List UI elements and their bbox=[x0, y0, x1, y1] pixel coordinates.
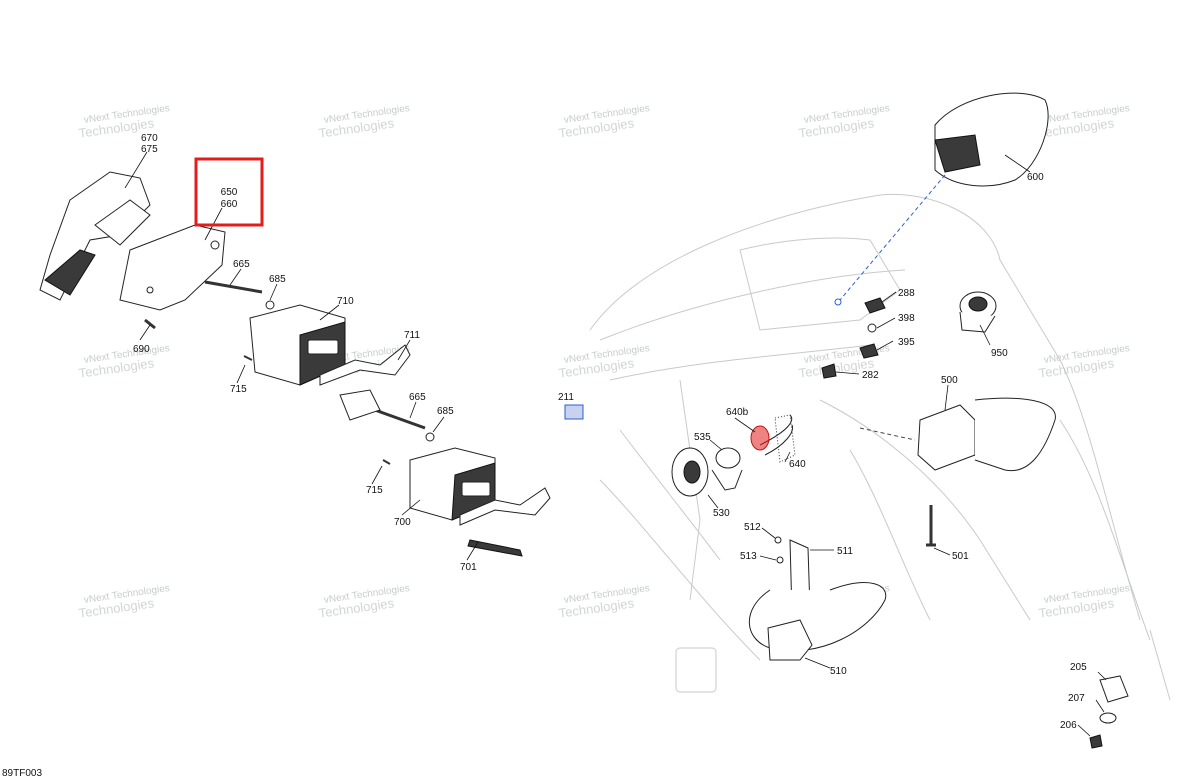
callout-labels: 670 675 665 685 710 711 690 715 665 685 … bbox=[133, 133, 1087, 731]
callout-282[interactable]: 282 bbox=[862, 370, 879, 381]
callout-211[interactable]: 211 bbox=[558, 392, 574, 403]
callout-513[interactable]: 513 bbox=[740, 551, 757, 562]
callout-715[interactable]: 715 bbox=[230, 384, 247, 395]
ignition-switch-part bbox=[859, 397, 1056, 472]
callout-640b[interactable]: 640b bbox=[726, 407, 749, 418]
highlight-box bbox=[194, 157, 264, 227]
leader-lines bbox=[124, 151, 1107, 737]
bolt-part bbox=[926, 505, 936, 547]
clip-part bbox=[564, 404, 584, 420]
callout-701[interactable]: 701 bbox=[460, 562, 477, 573]
cover-cap-part bbox=[834, 92, 1049, 306]
callout-675[interactable]: 675 bbox=[141, 144, 158, 155]
callout-206[interactable]: 206 bbox=[1060, 720, 1077, 731]
callout-510[interactable]: 510 bbox=[830, 666, 847, 677]
callout-715[interactable]: 715 bbox=[366, 485, 383, 496]
callout-700[interactable]: 700 bbox=[394, 517, 411, 528]
key-lock-parts bbox=[671, 414, 796, 497]
document-code: 89TF003 bbox=[2, 768, 42, 778]
callout-685[interactable]: 685 bbox=[269, 274, 286, 285]
callout-640[interactable]: 640 bbox=[789, 459, 806, 470]
callout-label: 660 bbox=[221, 199, 238, 210]
callout-710[interactable]: 710 bbox=[337, 296, 354, 307]
bolt-part bbox=[144, 280, 435, 465]
callout-205[interactable]: 205 bbox=[1070, 662, 1087, 673]
highlighted-callout[interactable]: 650 660 bbox=[194, 157, 264, 227]
callout-207[interactable]: 207 bbox=[1068, 693, 1085, 704]
power-outlet-part bbox=[959, 291, 997, 333]
callout-685[interactable]: 685 bbox=[437, 406, 454, 417]
callout-535[interactable]: 535 bbox=[694, 432, 711, 443]
callout-501[interactable]: 501 bbox=[952, 551, 969, 562]
callout-950[interactable]: 950 bbox=[991, 348, 1008, 359]
callout-690[interactable]: 690 bbox=[133, 344, 150, 355]
sensor-bracket-parts bbox=[748, 536, 887, 661]
fastener-parts bbox=[821, 297, 886, 379]
callout-530[interactable]: 530 bbox=[713, 508, 730, 519]
clamp-parts bbox=[1089, 675, 1129, 749]
callout-711[interactable]: 711 bbox=[404, 330, 420, 341]
ghost-frame bbox=[589, 193, 1171, 701]
callout-670[interactable]: 670 bbox=[141, 133, 158, 144]
callout-label: 650 bbox=[221, 187, 238, 198]
callout-511[interactable]: 511 bbox=[837, 546, 853, 557]
module-bracket-part bbox=[319, 344, 411, 421]
callout-665[interactable]: 665 bbox=[233, 259, 250, 270]
module-bracket-part bbox=[459, 487, 551, 557]
callout-512[interactable]: 512 bbox=[744, 522, 761, 533]
mirror-bracket-part bbox=[39, 171, 151, 301]
callout-500[interactable]: 500 bbox=[941, 375, 958, 386]
callout-665[interactable]: 665 bbox=[409, 392, 426, 403]
callout-395[interactable]: 395 bbox=[898, 337, 915, 348]
callout-288[interactable]: 288 bbox=[898, 288, 915, 299]
mounting-plate-part bbox=[119, 224, 226, 311]
callout-600[interactable]: 600 bbox=[1027, 172, 1044, 183]
callout-398[interactable]: 398 bbox=[898, 313, 915, 324]
